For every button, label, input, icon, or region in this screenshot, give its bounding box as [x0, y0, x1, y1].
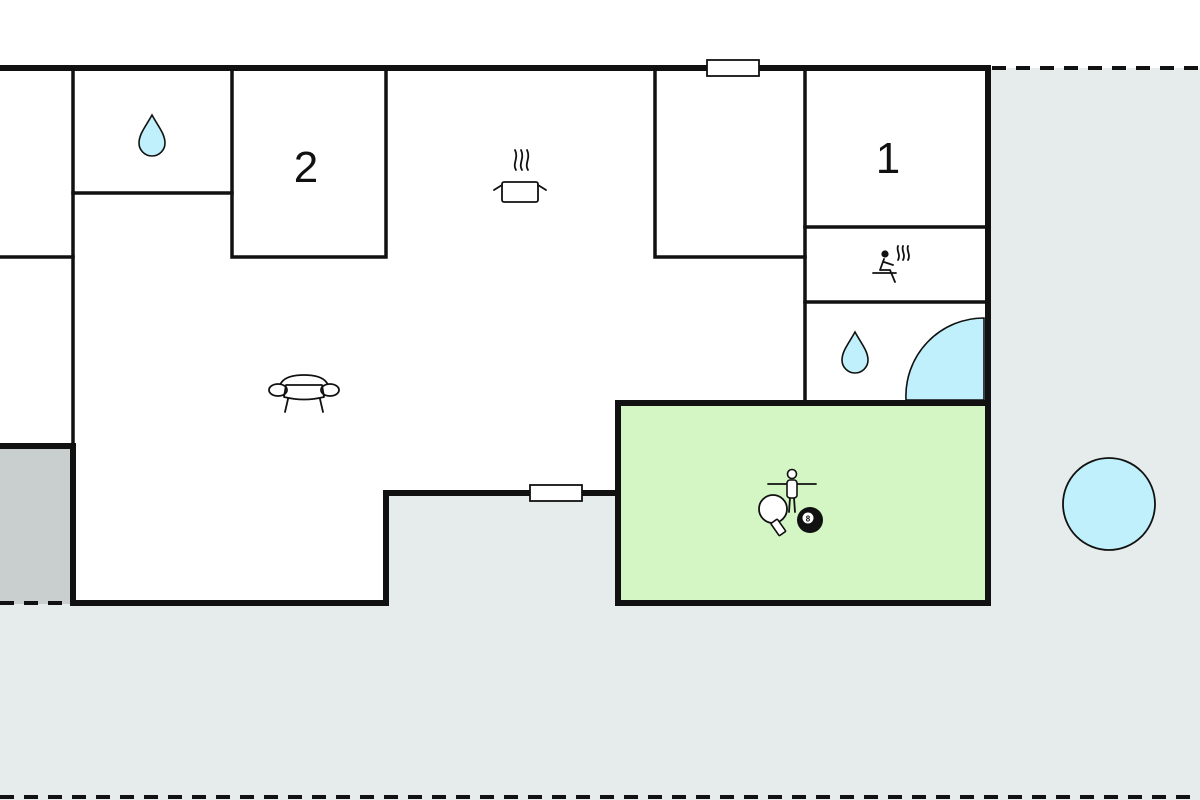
activity-room-icon: [758, 468, 817, 537]
wall-bedroom-2: [230, 66, 388, 259]
room-number-2: 2: [294, 143, 318, 192]
billiard-ball-label: 8: [806, 515, 811, 524]
whirlpool: [905, 317, 985, 401]
neighbor-area: [0, 446, 73, 604]
window-top: [706, 59, 760, 77]
outdoor-terrace-bottom: [0, 603, 1200, 800]
window-middle: [529, 484, 583, 502]
billiard-ball-icon: 8: [797, 507, 823, 533]
cooking-pot-icon: [493, 149, 547, 203]
water-drop-icon: [138, 113, 166, 157]
water-drop-icon: [841, 330, 869, 374]
table-tennis-paddle-icon: [758, 494, 788, 524]
outdoor-terrace-notch: [386, 493, 618, 605]
activity-room: [618, 403, 988, 605]
sauna-icon: [872, 245, 910, 283]
exterior-wall: [0, 65, 991, 606]
pool-icon: [1062, 457, 1156, 551]
room-number-1: 1: [876, 134, 900, 183]
wall-closet: [653, 66, 807, 259]
sofa-icon: [268, 374, 340, 413]
